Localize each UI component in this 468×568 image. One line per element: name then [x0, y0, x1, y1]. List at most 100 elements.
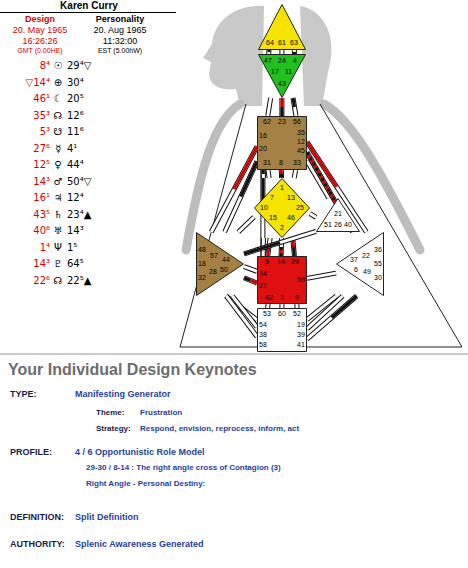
body-outline [180, 104, 462, 347]
design-gate: 40⁶ [33, 225, 50, 236]
center-fill [259, 55, 306, 98]
channel [244, 278, 257, 283]
personality-gate: 29⁴▽ [67, 60, 91, 71]
channel-core [266, 304, 270, 308]
channel [267, 304, 269, 308]
planet-symbol: ⊕ [54, 77, 62, 88]
design-gate: 35³ [33, 110, 50, 121]
ajna-center: 47244171143 [258, 54, 306, 98]
channel-core [280, 50, 283, 54]
center-fill [197, 233, 244, 296]
channel [238, 217, 254, 232]
activation [280, 247, 283, 256]
channel [211, 147, 257, 232]
channel-outline [244, 278, 257, 283]
gate-number: 62 [263, 118, 271, 125]
gate-number: 21 [334, 210, 342, 217]
gate-number: 49 [363, 268, 371, 275]
planet-symbol: ☾ [54, 93, 63, 104]
channel-outline [225, 161, 257, 232]
channel-outline [268, 98, 271, 116]
time-zone: EST (5.00hW) [98, 47, 142, 54]
channel-core [268, 170, 269, 178]
planet-symbol: ♇ [54, 258, 63, 269]
activation [332, 296, 357, 318]
channel-core [307, 142, 366, 232]
channel-outline [292, 50, 297, 54]
design-gate: 12⁵ [33, 159, 50, 170]
gate-number: 18 [198, 260, 206, 267]
center-fill [258, 117, 307, 170]
channel [294, 50, 295, 54]
head-center: 646163 [258, 4, 306, 50]
chart-title: Karen Curry [60, 0, 118, 11]
sacral-center: 514293427594239 [257, 256, 307, 304]
channel-core [307, 296, 357, 339]
channel-outline [266, 50, 271, 54]
channel-outline [268, 170, 269, 178]
section-heading: Your Individual Design Keynotes [8, 361, 257, 379]
personality-gate: 44⁴ [67, 159, 84, 170]
gate-number: 37 [350, 256, 358, 263]
gate-number: 19 [297, 321, 305, 328]
gate-number: 14 [277, 258, 285, 265]
activation [244, 243, 280, 254]
channel-core [295, 304, 298, 308]
activation [307, 152, 330, 192]
activation [280, 107, 283, 116]
gate-number: 36 [374, 246, 382, 253]
title-rule [0, 12, 176, 13]
gate-number: 52 [293, 310, 301, 317]
activation [307, 152, 330, 192]
channel-core [280, 98, 283, 116]
field-name: Strategy: [96, 424, 131, 433]
channel [268, 170, 269, 178]
gate-number: 27 [259, 282, 267, 289]
gate-number: 23 [278, 118, 286, 125]
planet-symbol: ♀ [54, 159, 61, 170]
gate-number: 59 [297, 276, 305, 283]
gate-number: 5 [265, 258, 269, 265]
channel-outline [279, 304, 284, 308]
field-value: Respond, envision, reprocess, inform, ac… [140, 424, 299, 433]
channel-core [244, 278, 257, 283]
channel [268, 50, 269, 54]
field-value: Split Definition [75, 512, 139, 522]
gate-number: 46 [287, 214, 295, 221]
gate-number: 3 [280, 294, 284, 301]
throat-center: 622356162035124531833 [257, 116, 307, 170]
channel [226, 296, 257, 337]
gate-number: 33 [293, 159, 301, 166]
channel [268, 98, 271, 116]
center-fill [258, 257, 307, 304]
channel-outline [238, 217, 254, 232]
personality-gate: 4¹ [67, 143, 77, 154]
time-zone: GMT (0.00HE) [17, 47, 62, 54]
activation [262, 170, 265, 174]
gate-number: 22 [362, 252, 370, 259]
design-gate: 14³ [33, 258, 50, 269]
channel-outline [293, 98, 296, 116]
spleen-center: 48574450182832 [196, 232, 244, 296]
channel [244, 267, 257, 272]
channel-core [244, 267, 257, 272]
channel-outline [279, 50, 284, 54]
gate-number: 57 [210, 252, 218, 259]
gate-number: 39 [297, 331, 305, 338]
gate-number: 11 [285, 68, 292, 75]
center-fill [259, 5, 306, 50]
planet-symbol: ♅ [54, 225, 63, 236]
gate-number: 54 [259, 321, 267, 328]
activation [280, 174, 283, 178]
gate-number: 26 [334, 221, 342, 228]
activation [293, 98, 294, 107]
gate-number: 41 [297, 341, 305, 348]
activation [293, 52, 296, 54]
activation [280, 170, 283, 174]
channel-outline [261, 170, 266, 178]
center-fill [255, 179, 310, 238]
gate-number: 64 [266, 39, 274, 46]
gate-number: 47 [264, 57, 272, 64]
gate-number: 48 [198, 246, 206, 253]
